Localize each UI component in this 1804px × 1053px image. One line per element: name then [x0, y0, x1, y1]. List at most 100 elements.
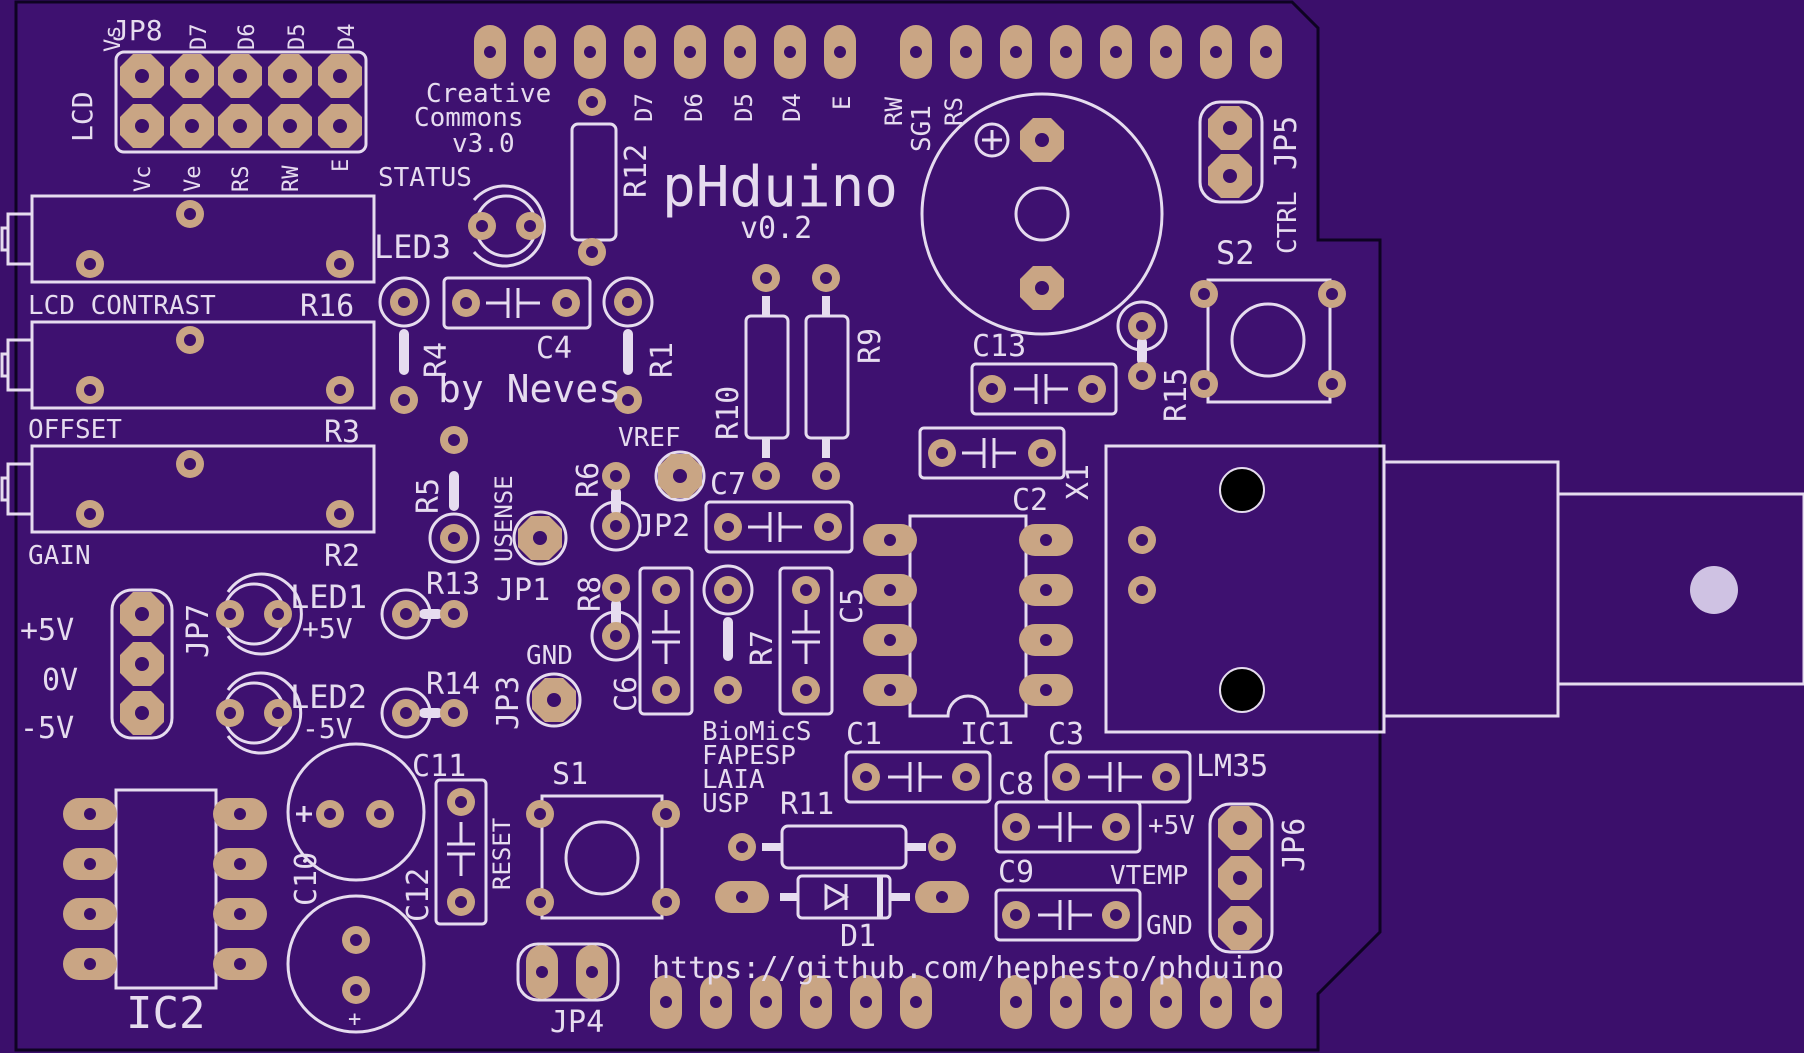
offset-label: OFFSET	[28, 415, 122, 445]
r16-body	[30, 194, 376, 284]
jp7-label: JP7	[181, 604, 216, 658]
r16-label: R16	[300, 289, 354, 324]
r9-label: R9	[853, 328, 888, 364]
c4-outline	[442, 276, 592, 330]
jp8-pin-ve: Ve	[181, 166, 206, 193]
jp3-label: JP3	[491, 676, 526, 730]
plus5v-label: +5V	[20, 613, 74, 648]
ic2-outline	[114, 788, 218, 990]
gain-label: GAIN	[28, 541, 91, 571]
r2-body	[30, 444, 376, 534]
jp4-label: JP4	[550, 1005, 604, 1040]
r12-label: R12	[619, 144, 654, 198]
jp2-label: JP2	[636, 509, 690, 544]
s2-outline	[1206, 278, 1332, 404]
c5-outline	[778, 566, 834, 716]
jp4-outline	[516, 942, 620, 1002]
c5-label: C5	[835, 588, 870, 624]
c8-label: C8	[998, 767, 1034, 802]
r13-label: R13	[426, 567, 480, 602]
c9-label: C9	[998, 855, 1034, 890]
jp5-outline	[1198, 100, 1264, 204]
ic2-label: IC2	[126, 988, 205, 1039]
led1-voltage: +5V	[302, 612, 353, 645]
url-label: https://github.com/hephesto/phduino	[652, 951, 1284, 986]
led2-label: LED2	[290, 678, 367, 716]
led3-label: LED3	[374, 228, 451, 266]
jp5-label: JP5	[1269, 116, 1304, 170]
hdr-d6: D6	[680, 93, 708, 122]
jp8-pin-vs: Vs	[101, 26, 126, 53]
c11-label: C11	[412, 749, 466, 784]
author-label: by Neves	[438, 367, 621, 411]
r5-label: R5	[411, 478, 446, 514]
c6-label: C6	[609, 676, 644, 712]
x1-shaft	[1556, 492, 1804, 686]
r15-label: R15	[1159, 368, 1194, 422]
jp8-pin-vc: Vc	[131, 166, 156, 193]
mount-hole-top	[1219, 467, 1265, 513]
license-1: Creative	[426, 79, 551, 109]
c7-label: C7	[710, 467, 746, 502]
hdr-rs: RS	[940, 97, 968, 126]
gnd-right: GND	[1146, 911, 1193, 941]
hdr-d4: D4	[778, 93, 806, 122]
r2-label: R2	[324, 539, 360, 574]
credit-biomics: BioMicS	[702, 717, 812, 747]
jp8-pin-rs: RS	[229, 166, 254, 193]
jp8-pin-e: E	[329, 159, 354, 172]
r10-label: R10	[711, 386, 746, 440]
lcd-label: LCD	[66, 91, 99, 142]
r1-label: R1	[645, 342, 680, 378]
c12-plus: +	[348, 1007, 361, 1032]
jp8-pin-d7: D7	[187, 24, 212, 51]
c10-label: C10	[289, 852, 324, 906]
r4-label: R4	[419, 342, 454, 378]
jp8-pin-d5: D5	[285, 24, 310, 51]
ic1-label: IC1	[960, 717, 1014, 752]
board-version: v0.2	[740, 211, 812, 246]
jp8-label: JP8	[112, 14, 163, 47]
hdr-d5: D5	[730, 93, 758, 122]
license-2: Commons	[414, 103, 524, 133]
jp7-outline	[110, 588, 174, 740]
license-3: v3.0	[452, 129, 515, 159]
lm35-label: LM35	[1196, 749, 1268, 784]
d1-label: D1	[840, 919, 876, 954]
r8-label: R8	[573, 576, 608, 612]
vref-label: VREF	[618, 423, 681, 453]
usense-label: USENSE	[490, 475, 518, 562]
status-label: STATUS	[378, 163, 472, 193]
c12-label: C12	[401, 868, 436, 922]
hdr-rw: RW	[880, 97, 908, 126]
silkscreen	[0, 50, 1804, 1034]
c11-outline	[434, 778, 488, 926]
s1-outline	[540, 794, 664, 920]
bnc-center-pin	[1690, 566, 1738, 614]
jp6-outline	[1208, 802, 1274, 954]
ctrl-label: CTRL	[1273, 191, 1303, 254]
credit-laia: LAIA	[702, 765, 765, 795]
jp1-label: JP1	[496, 573, 550, 608]
board-outline	[14, 0, 1382, 1052]
r3-label: R3	[324, 415, 360, 450]
lcd-contrast-label: LCD CONTRAST	[28, 291, 216, 321]
credit-usp: USP	[702, 789, 749, 819]
zero-v-label: 0V	[42, 663, 78, 698]
c7-outline	[704, 500, 854, 554]
sg1-outline	[920, 92, 1164, 336]
r3-body	[30, 320, 376, 410]
c8-outline	[994, 800, 1142, 854]
r6-label: R6	[571, 462, 606, 498]
jp6-label: JP6	[1277, 818, 1312, 872]
led2-voltage: -5V	[302, 712, 353, 745]
r11-label: R11	[780, 787, 834, 822]
jp8-pin-d4: D4	[335, 24, 360, 51]
hdr-e: E	[828, 96, 856, 110]
r7-label: R7	[745, 630, 780, 666]
silkscreen-text: JP8 Vs D7 D6 D5 D4 Vc Ve RS RW E LCD Cre…	[20, 14, 1312, 1040]
c1-outline	[844, 750, 992, 804]
led1-label: LED1	[290, 578, 367, 616]
c4-label: C4	[536, 331, 572, 366]
c3-label: C3	[1048, 717, 1084, 752]
